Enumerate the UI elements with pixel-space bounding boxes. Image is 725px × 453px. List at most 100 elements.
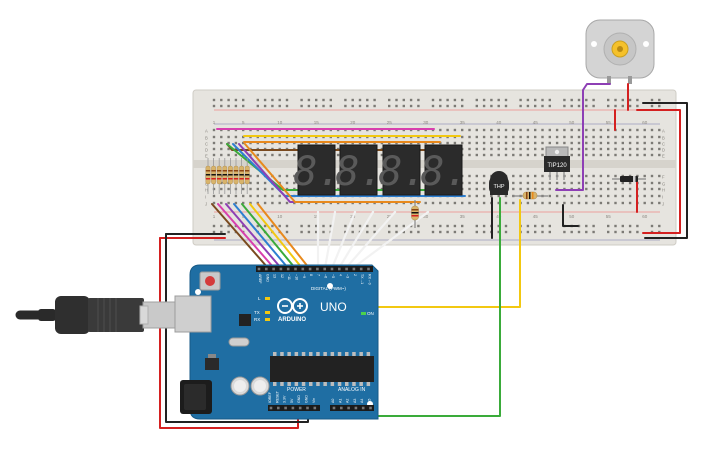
rail-hole xyxy=(519,98,522,102)
reset-button-cap xyxy=(205,276,215,286)
terminal-hole xyxy=(636,128,639,132)
rail-hole xyxy=(592,98,595,102)
resistor-band xyxy=(239,178,244,180)
wire-white-digit xyxy=(344,210,397,270)
terminal-hole xyxy=(497,135,500,139)
terminal-hole xyxy=(636,147,639,151)
terminal-hole xyxy=(263,194,267,198)
terminal-hole xyxy=(512,135,515,139)
terminal-hole xyxy=(607,174,610,178)
pin-label: 13 xyxy=(273,274,277,278)
rail-hole xyxy=(307,104,311,108)
rail-hole xyxy=(409,104,413,108)
terminal-hole xyxy=(497,147,500,151)
regulator-tab xyxy=(208,354,216,358)
rail-hole xyxy=(628,230,632,234)
terminal-hole xyxy=(482,147,486,151)
capacitor-top xyxy=(254,380,266,392)
terminal-hole xyxy=(658,128,661,132)
rail-hole xyxy=(373,224,376,228)
analog-header xyxy=(330,405,374,411)
rail-hole xyxy=(614,230,617,234)
terminal-hole xyxy=(256,187,259,191)
terminal-hole xyxy=(621,201,624,205)
digital-label: DIGITAL (PWM~) xyxy=(311,286,346,291)
terminal-hole xyxy=(599,141,603,145)
wire-white-digit xyxy=(337,210,375,270)
thermistor-label: THP xyxy=(494,184,505,190)
pin-label: A5 xyxy=(368,399,372,403)
rail-hole xyxy=(234,104,238,108)
arduino-logo-icon xyxy=(277,298,308,314)
rail-hole xyxy=(402,230,405,234)
pin-label: A3 xyxy=(353,399,357,403)
resistor-thermistor xyxy=(512,191,548,200)
transistor-tip120: TIP120 xyxy=(544,146,570,180)
capacitor-top xyxy=(234,380,246,392)
rail-hole xyxy=(628,224,632,228)
tip120-body xyxy=(544,156,570,172)
terminal-hole xyxy=(497,128,500,132)
rail-hole xyxy=(453,224,457,228)
terminal-hole xyxy=(585,174,588,178)
terminal-hole xyxy=(263,153,267,157)
terminal-hole xyxy=(336,181,340,185)
terminal-hole xyxy=(628,141,632,145)
rail-hole xyxy=(585,98,588,102)
rail-hole xyxy=(636,104,639,108)
rail-hole xyxy=(242,104,245,108)
terminal-hole xyxy=(227,147,230,151)
rail-hole xyxy=(315,104,318,108)
chip-pin xyxy=(309,352,313,356)
rail-hole xyxy=(227,224,230,228)
terminal-hole xyxy=(490,153,493,157)
chip-pin xyxy=(366,382,371,386)
row-letter: C xyxy=(205,142,208,147)
wire-purple-d11 xyxy=(225,203,282,269)
rail-hole xyxy=(344,104,347,108)
pin-label: ~3 xyxy=(346,274,350,278)
rail-hole xyxy=(256,98,259,102)
rail-hole xyxy=(402,104,405,108)
terminal-hole xyxy=(504,135,508,139)
rail-hole xyxy=(307,224,311,228)
terminal-hole xyxy=(504,201,508,205)
terminal-hole xyxy=(526,187,530,191)
chip-pin xyxy=(280,352,284,356)
rail-hole xyxy=(234,98,238,102)
rail-hole xyxy=(658,224,661,228)
terminal-hole xyxy=(482,201,486,205)
rail-hole xyxy=(300,230,303,234)
rail-hole xyxy=(351,230,354,234)
terminal-hole xyxy=(461,135,464,139)
rail-hole xyxy=(227,98,230,102)
rail-hole xyxy=(322,104,325,108)
rail-hole xyxy=(497,98,500,102)
rail-hole xyxy=(300,98,303,102)
resistor-band xyxy=(245,170,250,172)
rail-hole xyxy=(242,224,245,228)
terminal-hole xyxy=(541,201,544,205)
column-number: 15 xyxy=(314,120,320,125)
terminal-hole xyxy=(570,135,573,139)
terminal-hole xyxy=(263,187,267,191)
terminal-hole xyxy=(271,194,274,198)
terminal-hole xyxy=(453,201,457,205)
column-number: 30 xyxy=(423,120,429,125)
terminal-hole xyxy=(512,128,515,132)
terminal-hole xyxy=(628,128,632,132)
terminal-hole xyxy=(293,181,296,185)
terminal-hole xyxy=(249,201,252,205)
terminal-hole xyxy=(577,153,581,157)
header-pin xyxy=(332,406,336,410)
terminal-hole xyxy=(220,147,223,151)
terminal-hole xyxy=(446,201,449,205)
rail-hole xyxy=(409,230,413,234)
terminal-hole xyxy=(249,174,252,178)
terminal-hole xyxy=(475,147,478,151)
terminal-hole xyxy=(534,201,537,205)
usb-chip xyxy=(239,314,251,326)
terminal-hole xyxy=(249,153,252,157)
terminal-hole xyxy=(212,128,216,132)
